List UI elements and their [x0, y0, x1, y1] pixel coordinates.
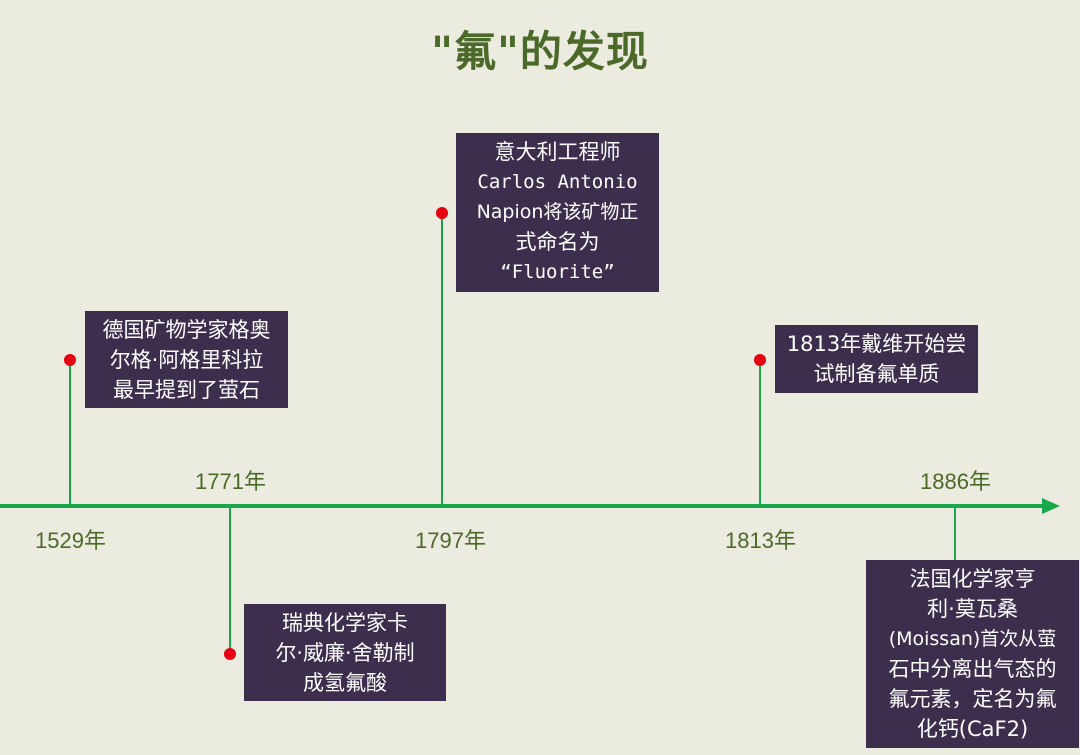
- event-line: 成氢氟酸: [303, 671, 387, 695]
- event-line: 瑞典化学家卡: [282, 611, 408, 635]
- event-line: 法国化学家亨: [909, 567, 1036, 591]
- event-box-1529: 德国矿物学家格奥 尔格·阿格里科拉 最早提到了萤石: [85, 311, 288, 408]
- marker-dot-1529: [64, 354, 76, 366]
- year-label-1771: 1771年: [195, 469, 266, 494]
- event-line: 氟元素，定名为氟: [888, 687, 1057, 711]
- event-line: 式命名为: [515, 230, 600, 254]
- timeline-arrowhead: [1042, 498, 1060, 514]
- event-line: Napion将该矿物正: [476, 201, 639, 223]
- event-line: 尔·威廉·舍勒制: [275, 641, 415, 665]
- event-line: 最早提到了萤石: [113, 378, 260, 402]
- year-label-1813: 1813年: [725, 528, 796, 553]
- event-line: 化钙(CaF2): [916, 717, 1029, 741]
- event-box-1797: 意大利工程师 Carlos Antonio Napion将该矿物正 式命名为 “…: [456, 133, 659, 292]
- event-line: 石中分离出气态的: [888, 657, 1057, 681]
- event-line: 1813年戴维开始尝: [786, 332, 967, 356]
- event-line: (Moissan)首次从萤: [888, 628, 1057, 650]
- event-line: “Fluorite”: [500, 261, 615, 283]
- event-box-1813: 1813年戴维开始尝 试制备氟单质: [775, 325, 978, 393]
- marker-dot-1771: [224, 648, 236, 660]
- year-label-1797: 1797年: [415, 528, 486, 553]
- page-title: "氟"的发现: [431, 27, 649, 76]
- event-line: 试制备氟单质: [813, 362, 940, 386]
- event-box-1771: 瑞典化学家卡 尔·威廉·舍勒制 成氢氟酸: [244, 604, 446, 701]
- year-label-1886: 1886年: [920, 469, 991, 494]
- event-line: 尔格·阿格里科拉: [109, 348, 264, 372]
- marker-dot-1813: [754, 354, 766, 366]
- event-line: 德国矿物学家格奥: [102, 318, 271, 342]
- marker-dot-1797: [436, 207, 448, 219]
- event-box-1886: 法国化学家亨 利·莫瓦桑 (Moissan)首次从萤 石中分离出气态的 氟元素，…: [866, 560, 1079, 748]
- year-label-1529: 1529年: [35, 528, 106, 553]
- event-line: Carlos Antonio: [477, 171, 638, 193]
- event-line: 意大利工程师: [494, 140, 621, 164]
- event-line: 利·莫瓦桑: [927, 597, 1018, 621]
